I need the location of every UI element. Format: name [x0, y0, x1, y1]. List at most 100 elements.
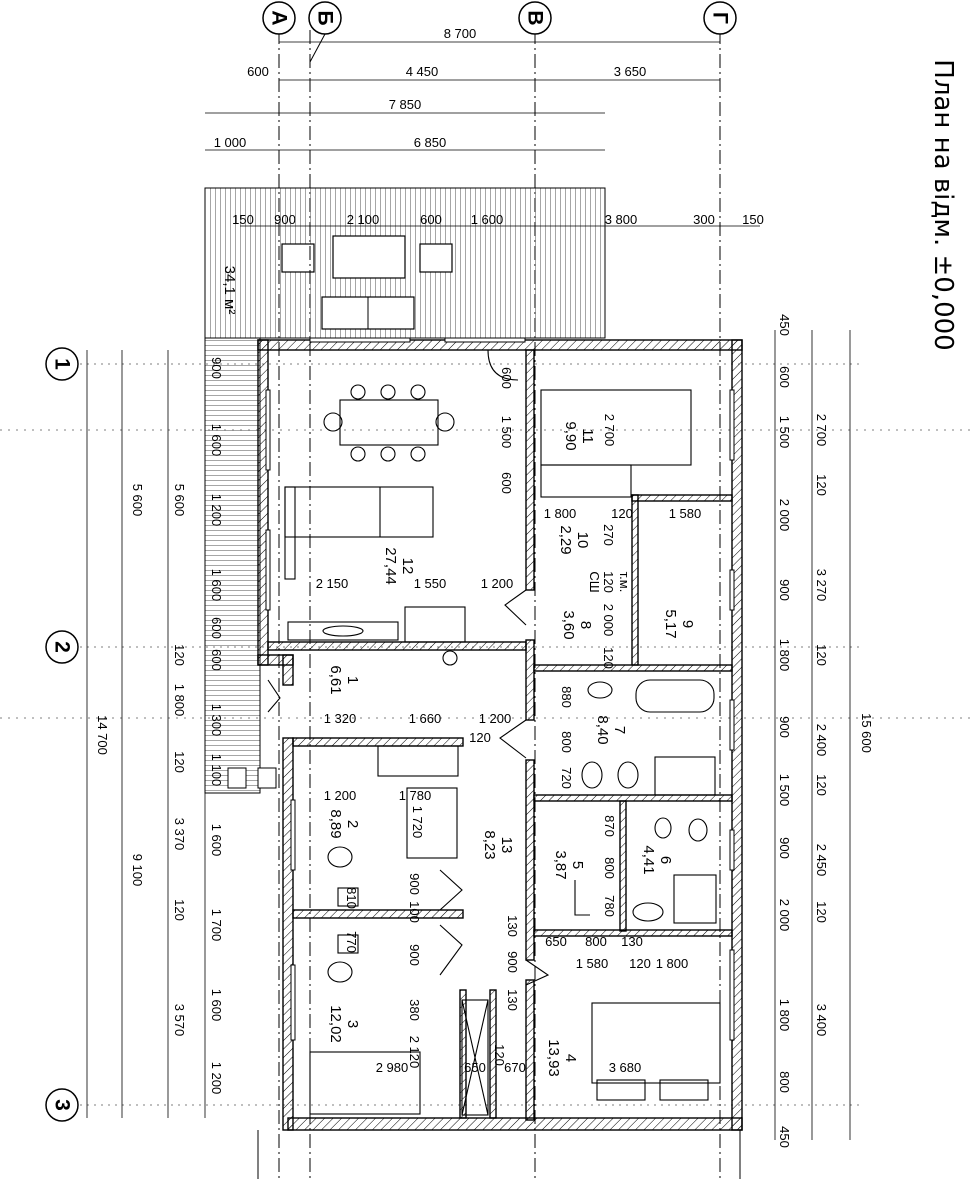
- svg-text:120: 120: [172, 751, 187, 773]
- svg-text:27,44: 27,44: [382, 547, 399, 585]
- room-10: 10 2,29: [557, 525, 591, 554]
- svg-text:2 450: 2 450: [814, 844, 829, 877]
- svg-text:15 600: 15 600: [859, 713, 874, 753]
- svg-text:1 580: 1 580: [669, 506, 702, 521]
- page-title: План на відм. ±0,000: [928, 59, 958, 350]
- dimensions-top: 8 700 600 4 450 3 650 7 850 1 000 6 850 …: [205, 26, 764, 227]
- dimensions-right: 15 600 450 600 1 500 2 000 900 1 800 900…: [774, 314, 874, 1148]
- svg-text:14 700: 14 700: [95, 715, 110, 755]
- svg-text:1 800: 1 800: [544, 506, 577, 521]
- svg-text:2 000: 2 000: [777, 499, 792, 532]
- svg-text:670: 670: [504, 1060, 526, 1075]
- svg-text:1 000: 1 000: [214, 135, 247, 150]
- svg-text:800: 800: [559, 731, 574, 753]
- svg-text:770: 770: [344, 931, 359, 953]
- svg-text:10: 10: [574, 532, 591, 549]
- svg-text:600: 600: [209, 649, 224, 671]
- svg-text:1 100: 1 100: [209, 754, 224, 787]
- svg-text:450: 450: [777, 314, 792, 336]
- svg-text:1 550: 1 550: [414, 576, 447, 591]
- svg-text:4: 4: [562, 1054, 579, 1062]
- svg-text:120: 120: [172, 644, 187, 666]
- svg-text:1 720: 1 720: [410, 806, 425, 839]
- walls: [257, 339, 743, 1131]
- svg-text:380: 380: [407, 999, 422, 1021]
- svg-text:2 150: 2 150: [316, 576, 349, 591]
- svg-text:1 500: 1 500: [499, 416, 514, 449]
- svg-text:1 600: 1 600: [209, 989, 224, 1022]
- svg-text:270: 270: [601, 524, 616, 546]
- svg-text:1: 1: [344, 676, 361, 684]
- svg-text:3: 3: [344, 1020, 361, 1028]
- svg-text:6,61: 6,61: [327, 665, 344, 694]
- room-9: 9 5,17: [662, 609, 696, 638]
- axis-bubble-b: Б: [308, 1, 342, 63]
- svg-text:1 700: 1 700: [209, 909, 224, 942]
- svg-text:870: 870: [602, 815, 617, 837]
- svg-text:1 200: 1 200: [479, 711, 512, 726]
- svg-text:7 850: 7 850: [389, 97, 422, 112]
- room-8: 8 3,60: [560, 610, 594, 639]
- svg-text:1 600: 1 600: [209, 824, 224, 857]
- svg-text:8,89: 8,89: [327, 809, 344, 838]
- svg-text:900: 900: [777, 716, 792, 738]
- svg-text:8 700: 8 700: [444, 26, 477, 41]
- svg-text:300: 300: [693, 212, 715, 227]
- svg-text:450: 450: [777, 1126, 792, 1148]
- svg-text:800: 800: [777, 1071, 792, 1093]
- axis-bubble-1: 1: [45, 347, 79, 381]
- svg-text:1 200: 1 200: [481, 576, 514, 591]
- dimensions-left: 14 700 5 600 9 100 5 600 120 1 800 120 3…: [86, 350, 224, 1118]
- svg-text:3: 3: [51, 1099, 74, 1111]
- svg-text:2: 2: [51, 641, 74, 653]
- svg-text:650: 650: [545, 934, 567, 949]
- svg-text:900: 900: [777, 579, 792, 601]
- svg-text:600: 600: [777, 366, 792, 388]
- svg-text:120: 120: [601, 571, 616, 593]
- furniture: [284, 384, 721, 1116]
- svg-text:150: 150: [742, 212, 764, 227]
- doors: [267, 349, 590, 986]
- terrace: [204, 187, 606, 794]
- svg-text:900: 900: [209, 357, 224, 379]
- svg-text:2 700: 2 700: [602, 414, 617, 447]
- svg-text:120: 120: [814, 774, 829, 796]
- svg-text:1 660: 1 660: [409, 711, 442, 726]
- room-1: 1 6,61: [327, 665, 361, 694]
- svg-text:3 680: 3 680: [609, 1060, 642, 1075]
- svg-text:7: 7: [611, 726, 628, 734]
- svg-text:1 200: 1 200: [209, 1062, 224, 1095]
- svg-text:1 600: 1 600: [471, 212, 504, 227]
- svg-text:2,29: 2,29: [557, 525, 574, 554]
- svg-text:900: 900: [505, 951, 520, 973]
- svg-text:4,41: 4,41: [640, 845, 657, 874]
- svg-text:600: 600: [499, 367, 514, 389]
- svg-text:4 450: 4 450: [406, 64, 439, 79]
- room-5: 5 3,87: [552, 850, 586, 879]
- dimensions-inner: 600 1 500 600 2 700 1 800 120 1 580 270 …: [316, 367, 702, 1075]
- svg-text:130: 130: [505, 989, 520, 1011]
- svg-text:1 800: 1 800: [777, 999, 792, 1032]
- svg-text:3,87: 3,87: [552, 850, 569, 879]
- room-2: 2 8,89: [327, 809, 361, 838]
- windows: [265, 337, 735, 1041]
- svg-text:150: 150: [232, 212, 254, 227]
- svg-text:11: 11: [579, 428, 596, 444]
- svg-text:120: 120: [629, 956, 651, 971]
- label-sh: СШ: [587, 571, 602, 592]
- svg-text:780: 780: [602, 895, 617, 917]
- svg-text:120: 120: [601, 647, 616, 669]
- svg-text:800: 800: [585, 934, 607, 949]
- room-11: 11 9,90: [562, 421, 596, 450]
- axis-grid: [0, 30, 976, 1179]
- room-13: 13 8,23: [481, 830, 515, 859]
- svg-text:900: 900: [274, 212, 296, 227]
- svg-text:720: 720: [559, 767, 574, 789]
- svg-text:9: 9: [679, 620, 696, 628]
- svg-text:900: 900: [407, 873, 422, 895]
- room-7: 7 8,40: [594, 715, 628, 744]
- svg-text:1 780: 1 780: [399, 788, 432, 803]
- svg-text:1 800: 1 800: [656, 956, 689, 971]
- room-4: 4 13,93: [545, 1039, 579, 1077]
